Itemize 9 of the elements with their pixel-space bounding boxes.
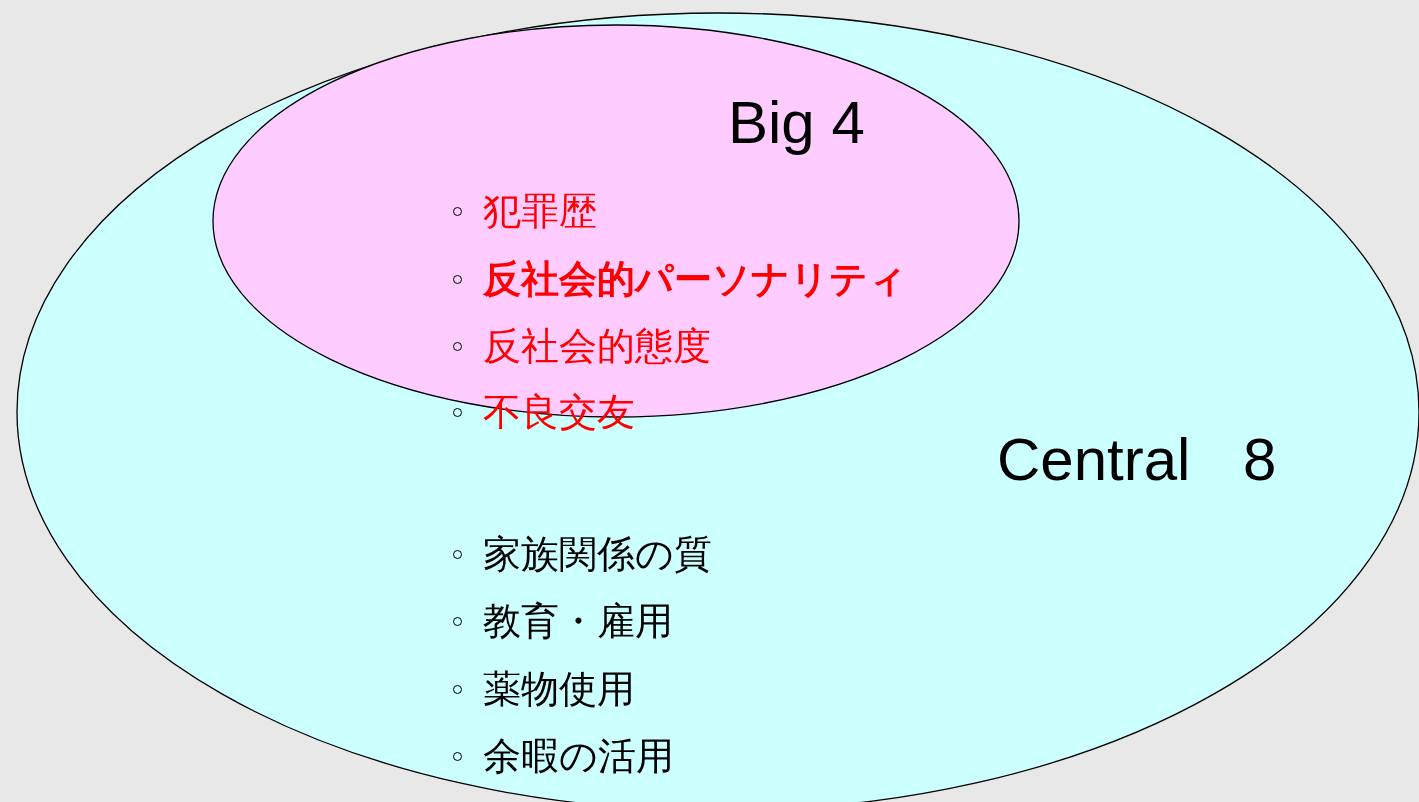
list-item: 余暇の活用: [483, 737, 674, 775]
list-item: 薬物使用: [483, 670, 635, 708]
set-title: Central 8: [997, 430, 1277, 490]
set-title: Big 4: [728, 93, 865, 153]
list-item: 教育・雇用: [483, 602, 673, 640]
list-item: 家族関係の質: [483, 535, 712, 573]
list-item: 反社会的パーソナリティ: [483, 260, 907, 298]
list-item: 犯罪歴: [483, 192, 597, 230]
list-item: 反社会的態度: [483, 327, 711, 365]
